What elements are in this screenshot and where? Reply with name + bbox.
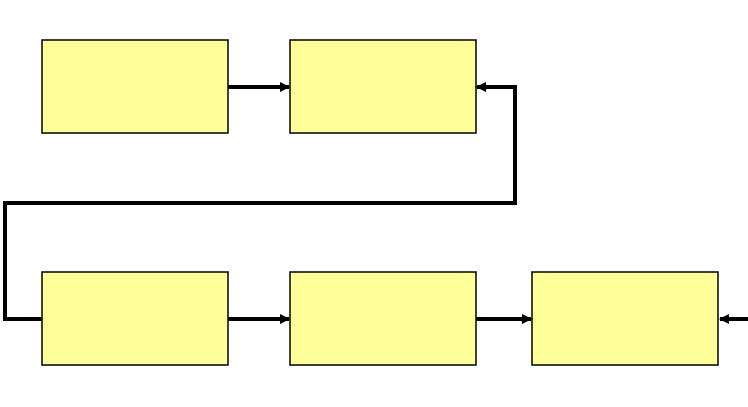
connector-bottom-left-to-top-middle: [3, 82, 517, 321]
box-top-left: [41, 39, 229, 134]
box-bottom-left: [41, 271, 229, 366]
box-bottom-right: [531, 271, 719, 366]
box-bottom-middle: [289, 271, 477, 366]
box-top-middle: [289, 39, 477, 134]
